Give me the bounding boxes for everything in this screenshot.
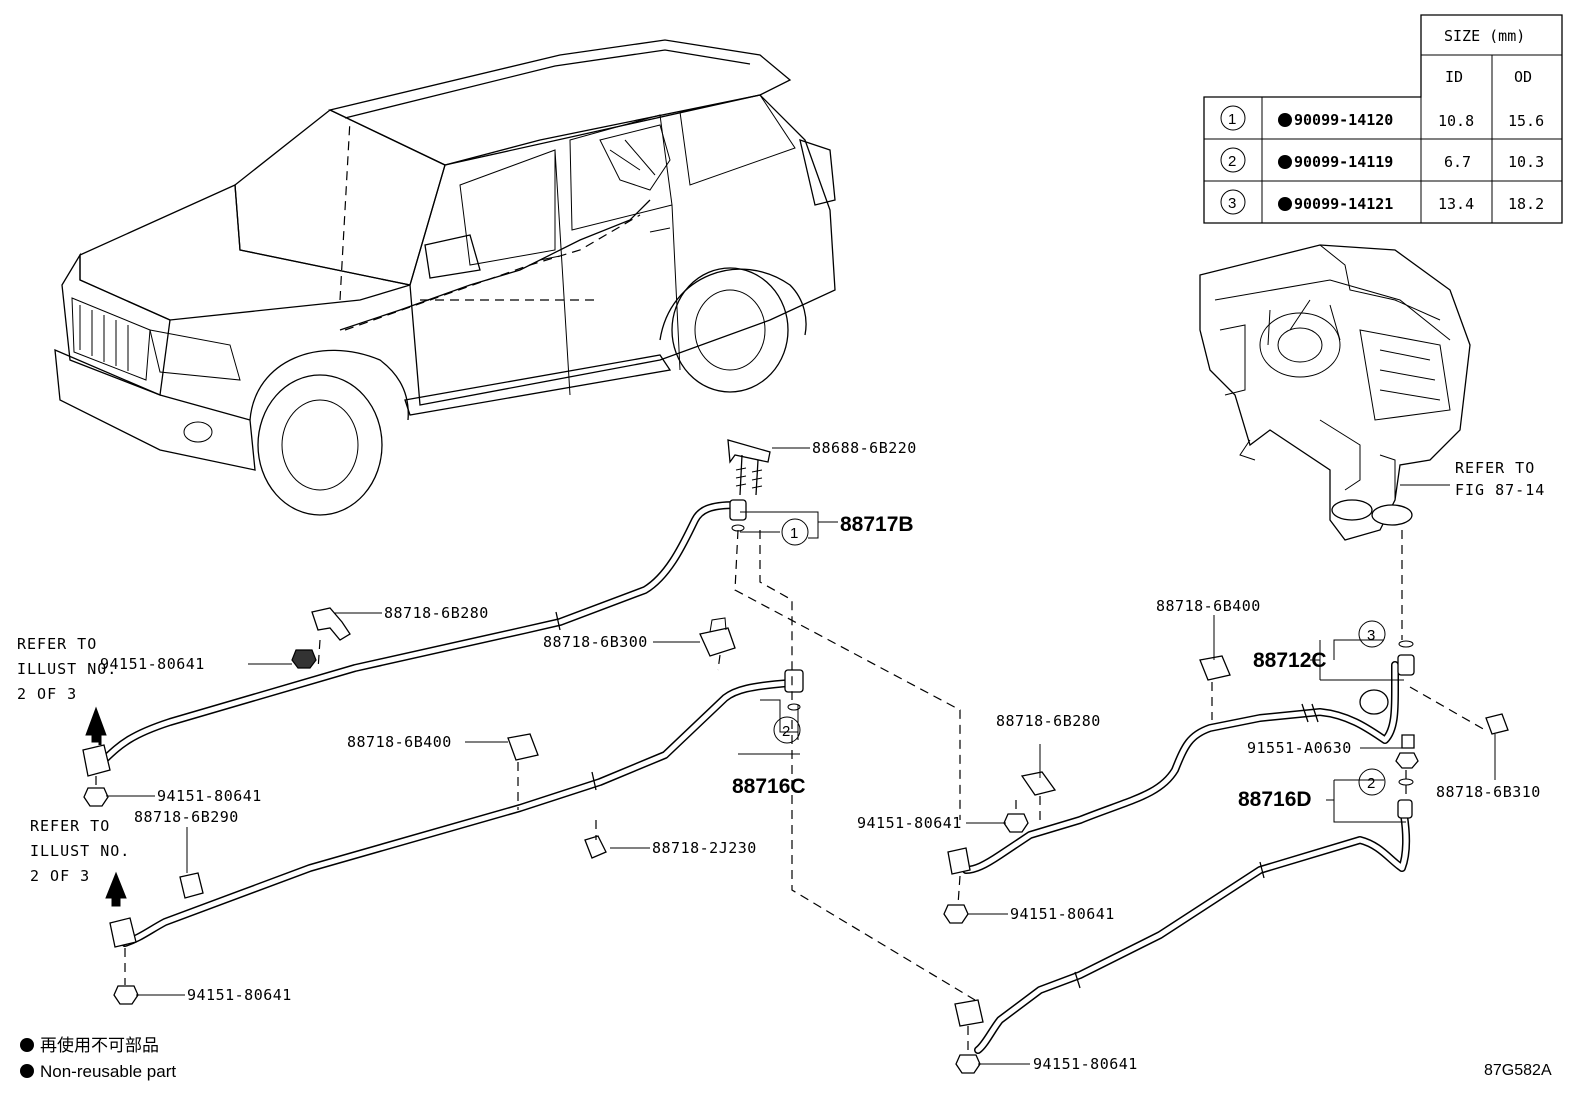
label-88718-6b400-left: 88718-6B400 [347, 733, 452, 751]
size-row-ref: 1 [1228, 111, 1236, 128]
label-88717b: 88717B [840, 513, 914, 536]
label-94151-80641: 94151-80641 [1033, 1055, 1138, 1073]
vehicle-illustration [54, 39, 836, 516]
size-row-id: 13.4 [1438, 195, 1474, 213]
legend: 再使用不可部品 Non-reusable part [20, 1035, 176, 1081]
dashed-leaders [95, 529, 1407, 1055]
label-88688-6b220: 88688-6B220 [812, 439, 917, 457]
refer-notes: REFER TO ILLUST NO. 2 OF 3 REFER TO ILLU… [17, 459, 1545, 885]
label-94151-80641: 94151-80641 [1010, 905, 1115, 923]
label-94151-80641: 94151-80641 [157, 787, 262, 805]
label-88712c: 88712C [1253, 649, 1327, 672]
size-table: SIZE (mm) ID OD 1 90099-14120 10.8 15.6 … [1203, 14, 1563, 224]
label-91551-a0630: 91551-A0630 [1247, 739, 1352, 757]
size-row-part: 90099-14119 [1294, 153, 1393, 171]
legend-bullet-icon [20, 1064, 34, 1078]
size-row-id: 10.8 [1438, 112, 1474, 130]
size-row-id: 6.7 [1444, 153, 1471, 171]
size-row-ref: 2 [1228, 153, 1236, 170]
label-88716c: 88716C [732, 775, 806, 798]
label-88718-6b280-right: 88718-6B280 [996, 712, 1101, 730]
size-row-ref: 3 [1228, 195, 1236, 212]
label-88718-6b290: 88718-6B290 [134, 808, 239, 826]
label-88718-6b400-right: 88718-6B400 [1156, 597, 1261, 615]
refer-left-bottom-line3: 2 OF 3 [30, 867, 90, 885]
size-row-part: 90099-14121 [1294, 195, 1393, 213]
label-94151-80641: 94151-80641 [187, 986, 292, 1004]
size-header: SIZE (mm) [1444, 27, 1525, 45]
refer-left-top-line1: REFER TO [17, 635, 97, 653]
legend-line-ja: 再使用不可部品 [40, 1035, 159, 1055]
label-88718-6b310: 88718-6B310 [1436, 783, 1541, 801]
callout-2: 2 [1367, 775, 1375, 792]
leader-lines [106, 447, 1496, 1065]
callouts: 1 2 3 2 [773, 518, 1386, 796]
legend-bullet-icon [20, 1038, 34, 1052]
refer-arrows [85, 706, 127, 907]
callout-3: 3 [1367, 627, 1375, 644]
diagram-code: 87G582A [1484, 1062, 1552, 1079]
refer-left-bottom-line2: ILLUST NO. [30, 842, 130, 860]
refer-left-bottom-line1: REFER TO [30, 817, 110, 835]
refer-left-top-line2: ILLUST NO. [17, 660, 117, 678]
size-row-od: 10.3 [1508, 153, 1544, 171]
size-row-od: 15.6 [1508, 112, 1544, 130]
refer-fig-line2: FIG 87-14 [1455, 481, 1545, 499]
callout-2: 2 [782, 723, 790, 740]
size-row-od: 18.2 [1508, 195, 1544, 213]
label-94151-80641: 94151-80641 [857, 814, 962, 832]
ac-unit-illustration [1199, 244, 1471, 541]
size-col-id: ID [1445, 68, 1463, 86]
size-col-od: OD [1514, 68, 1532, 86]
label-88718-6b300: 88718-6B300 [543, 633, 648, 651]
fittings [82, 439, 1509, 1074]
label-94151-80641: 94151-80641 [100, 655, 205, 673]
label-88718-6b280-left: 88718-6B280 [384, 604, 489, 622]
legend-line-en: Non-reusable part [40, 1062, 176, 1081]
size-row-part: 90099-14120 [1294, 111, 1393, 129]
label-88716d: 88716D [1238, 788, 1312, 811]
pipes [100, 501, 1411, 1054]
label-88718-2j230: 88718-2J230 [652, 839, 757, 857]
part-labels: 88688-6B220 88717B 88718-6B280 94151-806… [100, 439, 1541, 1073]
refer-fig-line1: REFER TO [1455, 459, 1535, 477]
callout-1: 1 [790, 525, 798, 542]
refer-left-top-line3: 2 OF 3 [17, 685, 77, 703]
